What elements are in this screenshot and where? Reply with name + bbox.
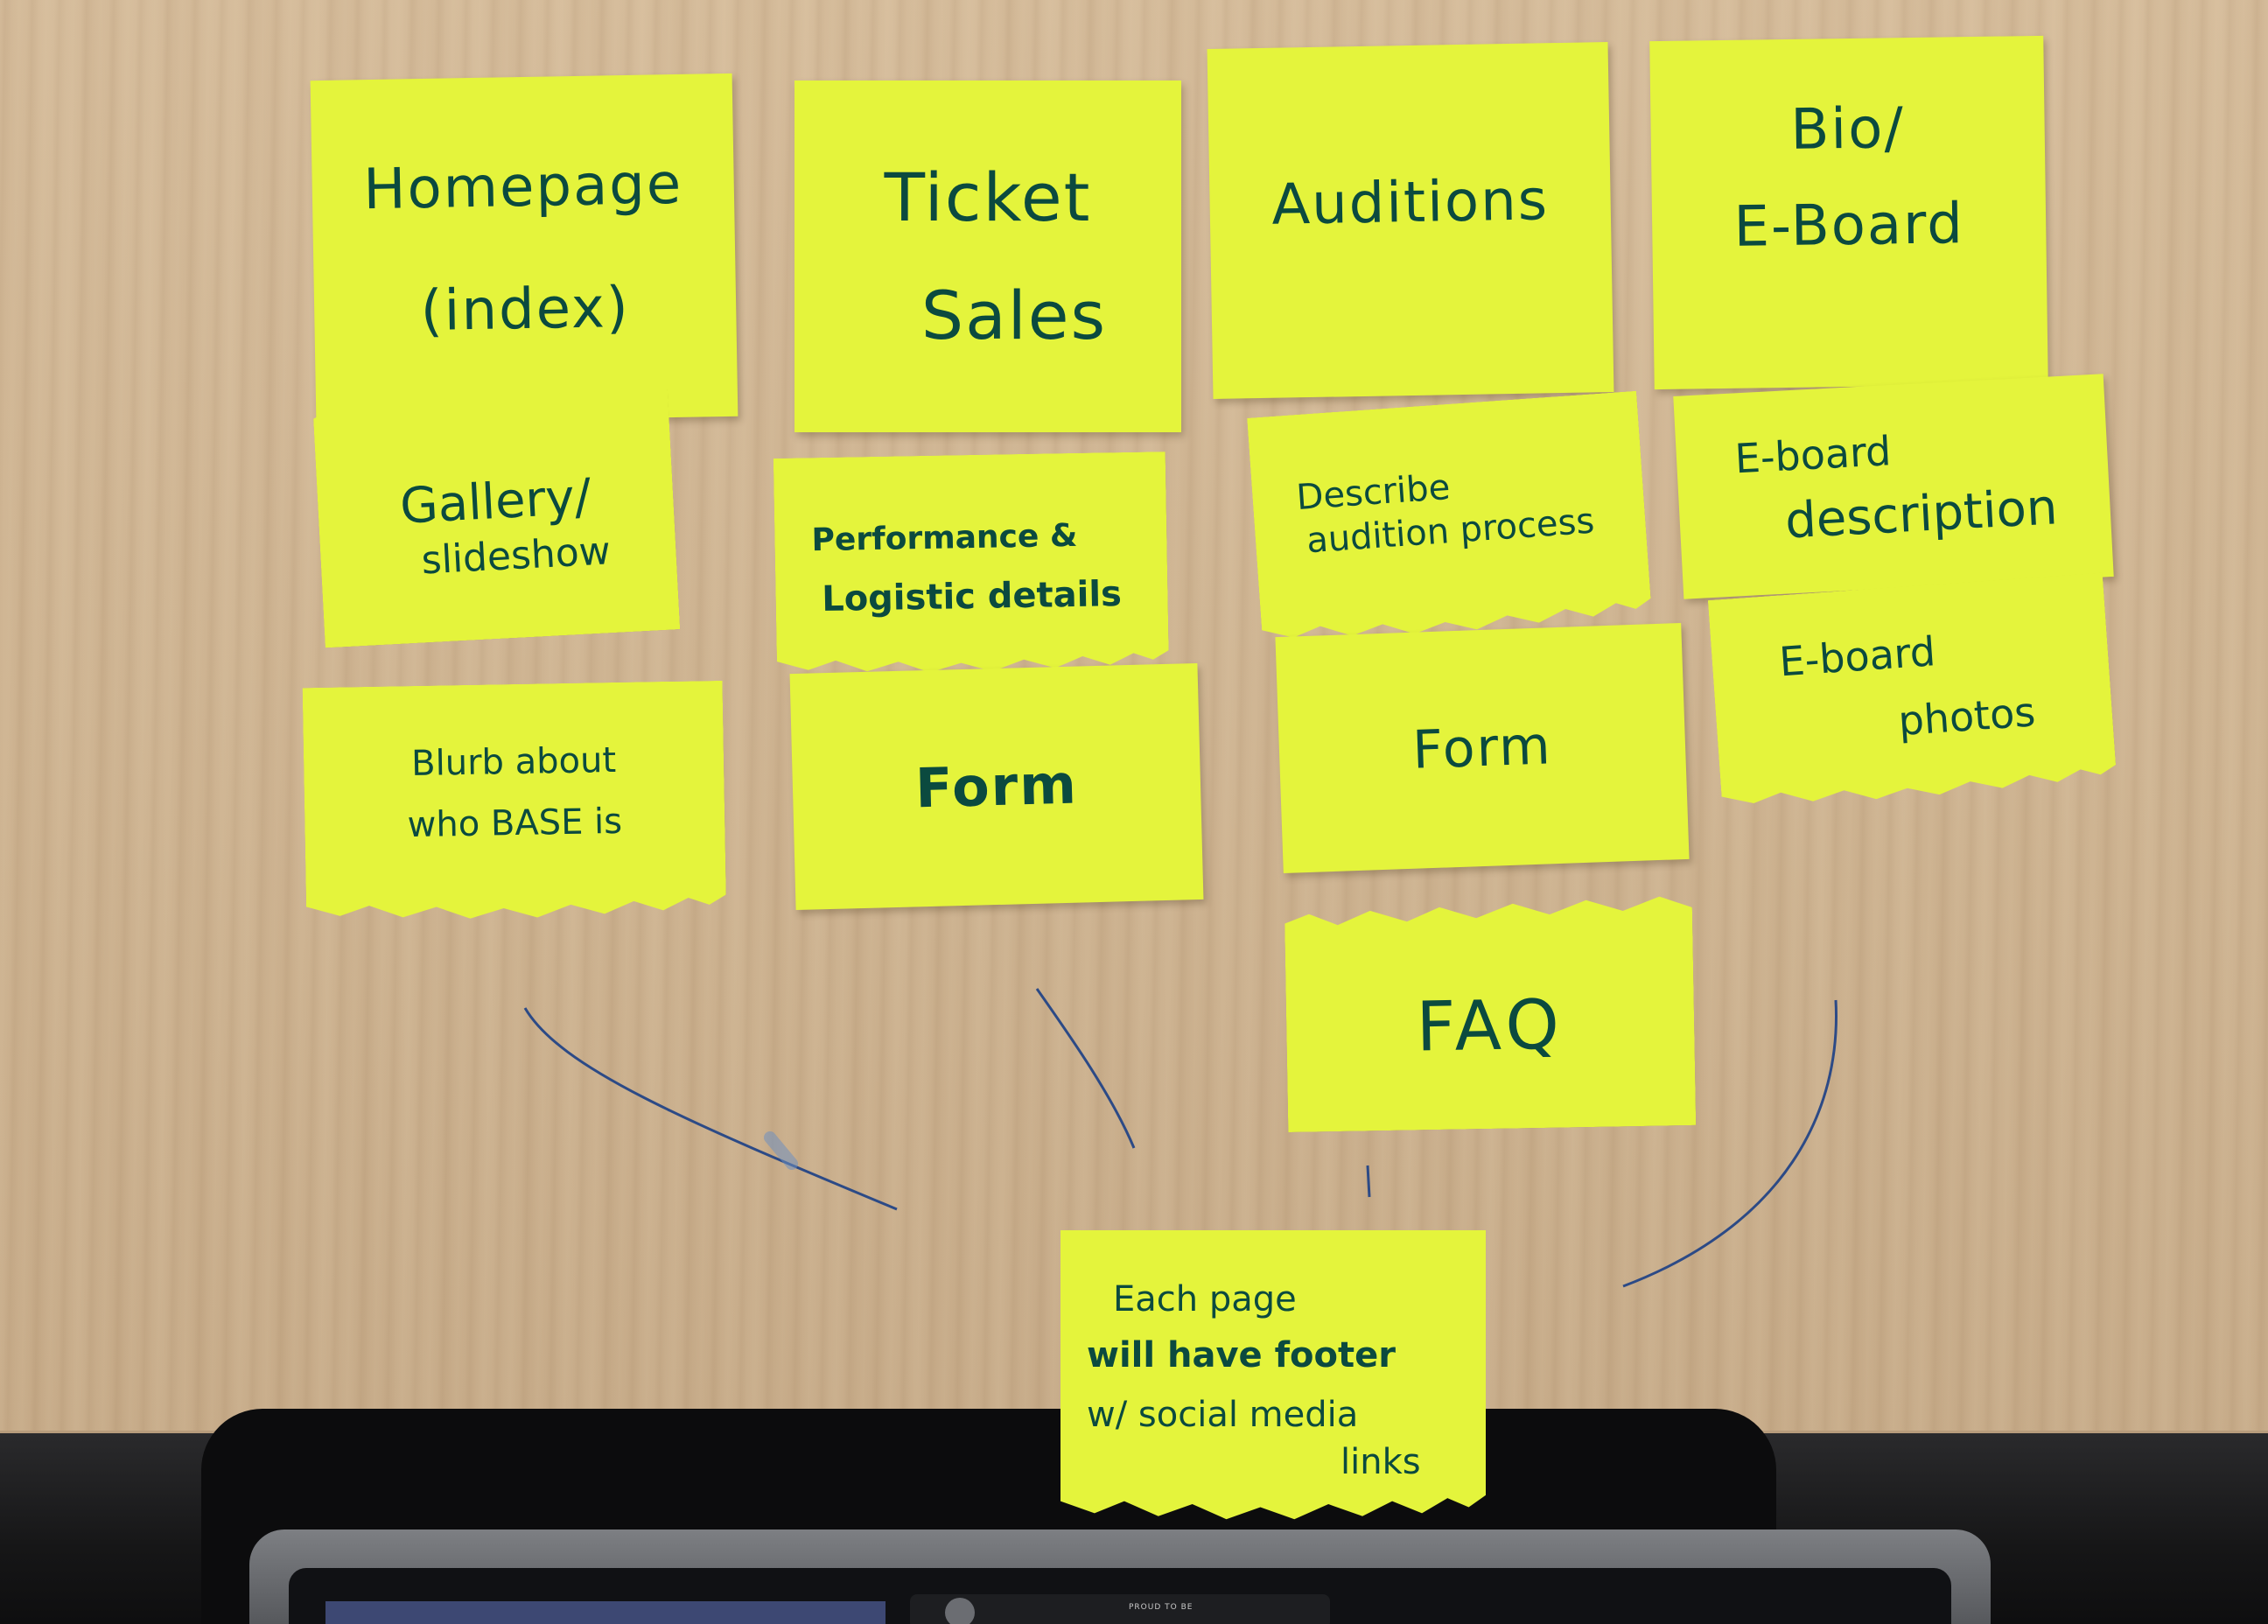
- note-footer-line4: links: [1340, 1442, 1421, 1482]
- note-faq-text: FAQ: [1415, 985, 1565, 1068]
- note-eboard-description: E-board description: [1673, 374, 2114, 599]
- note-homepage: Homepage (index): [310, 73, 738, 424]
- note-bio-subtitle: E-Board: [1733, 192, 1965, 260]
- note-performance: Performance & Logistic details: [774, 452, 1169, 684]
- note-form-auditions-text: Form: [1411, 714, 1553, 781]
- note-bio-title: Bio/: [1789, 96, 1906, 163]
- pen-stroke-right: [1622, 999, 1838, 1288]
- note-footer-line1: Each page: [1113, 1279, 1297, 1320]
- note-footer-line2: will have footer: [1087, 1335, 1396, 1376]
- note-blurb-line1: Blurb about: [410, 739, 617, 785]
- note-form-auditions: Form: [1275, 622, 1690, 874]
- pen-stroke-center: [1035, 988, 1136, 1149]
- note-ticket-subtitle: Sales: [920, 276, 1108, 354]
- laptop-screen-content: [326, 1601, 886, 1624]
- note-gallery: Gallery/ slideshow: [312, 378, 681, 648]
- note-homepage-subtitle: (index): [420, 275, 631, 345]
- note-blurb: Blurb about who BASE is: [303, 681, 727, 931]
- logo-seal-icon: [945, 1598, 975, 1624]
- note-performance-line1: Performance &: [811, 517, 1078, 558]
- note-blurb-line2: who BASE is: [407, 801, 623, 846]
- note-eboard-photos-line1: E-board: [1777, 626, 1937, 685]
- note-form-tickets-text: Form: [914, 752, 1079, 821]
- note-bio-eboard: Bio/ E-Board: [1649, 35, 2048, 390]
- note-footer: Each page will have footer w/ social med…: [1060, 1230, 1486, 1520]
- pen-stroke-left: [523, 1007, 898, 1211]
- note-gallery-line1: Gallery/: [398, 467, 593, 536]
- note-homepage-title: Homepage: [362, 151, 683, 223]
- note-auditions-title: Auditions: [1270, 168, 1550, 238]
- note-ticket-sales: Ticket Sales: [794, 80, 1181, 432]
- note-eboard-desc-line1: E-board: [1733, 427, 1893, 483]
- pen-arrows: [523, 988, 1838, 1288]
- note-gallery-line2: slideshow: [420, 528, 612, 584]
- laptop-sticker-text: PROUD TO BE: [1129, 1603, 1194, 1612]
- pen-smudge: [764, 1131, 798, 1170]
- note-auditions: Auditions: [1207, 42, 1614, 399]
- pen-stroke-dot: [1366, 1165, 1371, 1198]
- note-footer-line3: w/ social media: [1087, 1395, 1359, 1435]
- note-describe-audition: Describe audition process: [1247, 391, 1653, 654]
- note-faq: FAQ: [1284, 896, 1697, 1132]
- note-performance-line2: Logistic details: [821, 573, 1123, 620]
- note-eboard-desc-line2: description: [1783, 479, 2059, 550]
- note-ticket-title: Ticket: [884, 158, 1092, 236]
- laptop-bezel: [910, 1594, 1330, 1624]
- note-form-tickets: Form: [789, 662, 1204, 911]
- note-eboard-photos-line2: photos: [1896, 688, 2037, 746]
